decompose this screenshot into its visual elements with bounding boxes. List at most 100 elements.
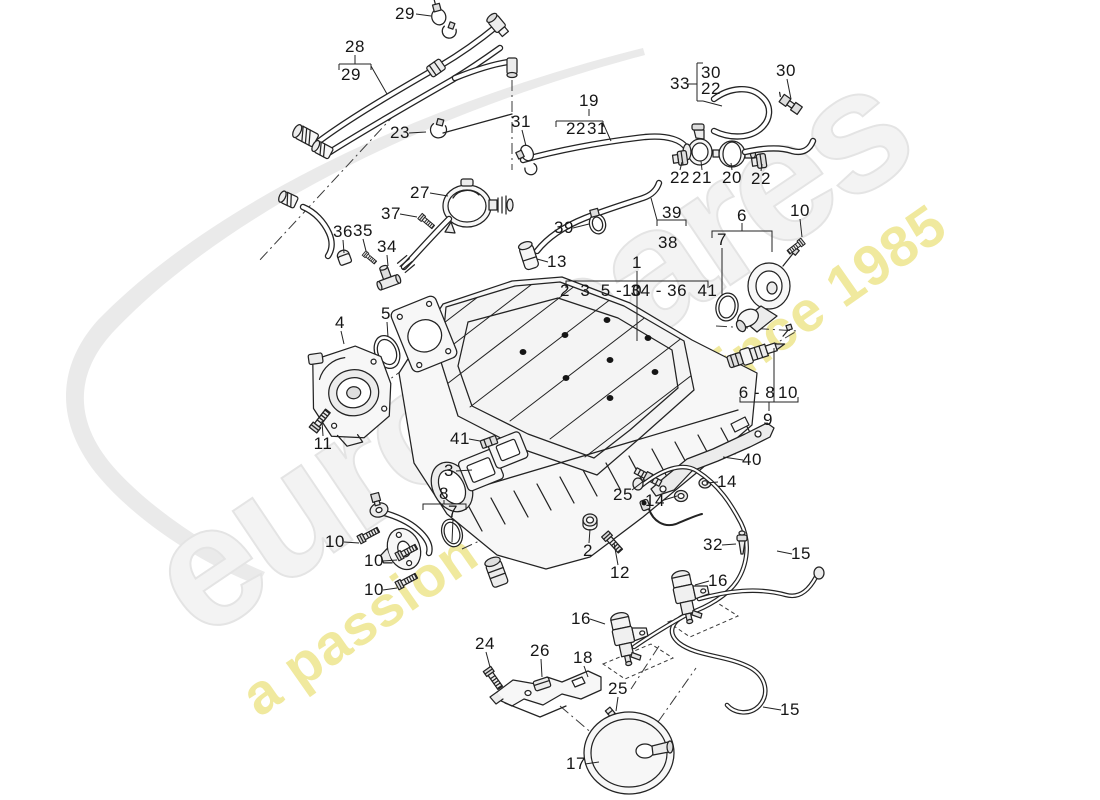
part-label-38-23[interactable]: 38 [658, 233, 678, 252]
part-label-1-25[interactable]: 1 [632, 253, 642, 272]
cap-36-icon [336, 249, 353, 266]
part-label-8-39[interactable]: 8 [439, 484, 449, 503]
part-label-15-51[interactable]: 15 [791, 544, 811, 563]
part-label-33-13[interactable]: 33 [670, 74, 690, 93]
braided-fitting [311, 139, 334, 160]
part-label-22-11[interactable]: 22 [566, 119, 586, 138]
part-label-10-32[interactable]: 10 [778, 383, 798, 402]
hose-clamp-29b-icon [441, 21, 457, 39]
cap-13-icon [517, 240, 539, 271]
t-piece-34-icon [376, 264, 402, 291]
retaining-clip-23 [429, 113, 513, 139]
part-label-15-59[interactable]: 15 [780, 700, 800, 719]
part-label-29-2[interactable]: 29 [341, 65, 361, 84]
part-label-32-50[interactable]: 32 [703, 535, 723, 554]
wire-connector [639, 498, 703, 527]
clip-32-icon [736, 530, 748, 555]
part-label-16-53[interactable]: 16 [571, 609, 591, 628]
gasket-3 [457, 431, 529, 492]
part-label-36-6[interactable]: 36 [333, 222, 353, 241]
bolt-37-icon [417, 212, 436, 231]
part-label-40-49[interactable]: 40 [742, 450, 762, 469]
part-label-28-1[interactable]: 28 [345, 37, 365, 56]
part-label-3-38[interactable]: 3 [444, 461, 454, 480]
callout-lines [321, 13, 803, 765]
part-label-235-10-26[interactable]: 2 3 5 -10 [559, 281, 643, 300]
pressure-regulator-6 [715, 237, 806, 333]
breather-hose-19 [515, 133, 691, 176]
part-label-30-16[interactable]: 30 [776, 61, 796, 80]
part-label-7-40[interactable]: 7 [448, 502, 458, 521]
bracket-tube-8 [356, 491, 464, 591]
hose-clamp-29-icon [431, 0, 447, 26]
hose-clamp-31-icon [515, 144, 535, 162]
part-label-14-48[interactable]: 14 [717, 472, 737, 491]
part-label-12-45[interactable]: 12 [610, 563, 630, 582]
part-label-35-7[interactable]: 35 [353, 221, 373, 240]
part-label-26-56[interactable]: 26 [530, 641, 550, 660]
part-label-21-18[interactable]: 21 [692, 168, 712, 187]
part-label-39-21[interactable]: 39 [554, 218, 574, 237]
part-label-27-4[interactable]: 27 [410, 183, 430, 202]
hose-clamp-39-icon [588, 207, 607, 235]
part-label-23-3[interactable]: 23 [390, 123, 410, 142]
down-connector [506, 57, 518, 79]
o-ring-7-icon [715, 292, 739, 322]
part-label-16-52[interactable]: 16 [708, 571, 728, 590]
intake-manifold [398, 276, 758, 588]
part-label-6-28[interactable]: 6 [737, 206, 747, 225]
part-label-30-14[interactable]: 30 [701, 63, 721, 82]
part-label-37-5[interactable]: 37 [381, 204, 401, 223]
part-label-25-46[interactable]: 25 [613, 485, 633, 504]
throttle-body-4 [307, 345, 392, 447]
quick-connector [486, 12, 510, 38]
part-label-10-42[interactable]: 10 [364, 551, 384, 570]
y-connector [426, 58, 446, 78]
part-label-24-55[interactable]: 24 [475, 634, 495, 653]
part-label-10-41[interactable]: 10 [325, 532, 345, 551]
part-label-34-8[interactable]: 34 [377, 237, 397, 256]
vacuum-reservoir-17 [583, 711, 675, 795]
bolt-24-icon [482, 665, 505, 692]
part-label-10-43[interactable]: 10 [364, 580, 384, 599]
part-label-25-57[interactable]: 25 [608, 679, 628, 698]
part-label-31-9[interactable]: 31 [511, 112, 531, 131]
throttle-flange [390, 295, 458, 373]
fuel-injector-9 [726, 323, 793, 369]
clip-26-icon [532, 676, 552, 692]
part-label-29-0[interactable]: 29 [395, 4, 415, 23]
bracket-18 [489, 670, 602, 718]
hose-clamp-22-icon [671, 150, 689, 166]
part-label-10-30[interactable]: 10 [790, 201, 810, 220]
part-label-20-19[interactable]: 20 [722, 168, 742, 187]
part-label-22-20[interactable]: 22 [751, 169, 771, 188]
part-label-18-54[interactable]: 18 [573, 648, 593, 667]
pcv-valve-27 [336, 178, 514, 291]
screw-35-icon [361, 250, 378, 266]
drawing [278, 0, 825, 795]
part-label-22-15[interactable]: 22 [701, 79, 721, 98]
part-label-22-17[interactable]: 22 [670, 168, 690, 187]
part-label-19-10[interactable]: 19 [579, 91, 599, 110]
vent-hose-38 [517, 179, 663, 271]
vent-hose-33 [710, 86, 773, 140]
part-label-9-33[interactable]: 9 [763, 410, 773, 429]
nut-2-icon [582, 513, 598, 531]
part-label-4-34[interactable]: 4 [335, 313, 345, 332]
part-label-17-58[interactable]: 17 [566, 754, 586, 773]
part-label-5-35[interactable]: 5 [381, 304, 391, 323]
hose-clamp-30-icon [778, 91, 803, 116]
part-label-31-12[interactable]: 31 [587, 119, 607, 138]
part-label-41-37[interactable]: 41 [450, 429, 470, 448]
part-label-6-8-31[interactable]: 6 - 8 [738, 383, 776, 402]
part-label-13-24[interactable]: 13 [547, 252, 567, 271]
part-label-2-44[interactable]: 2 [583, 541, 593, 560]
part-label-7-29[interactable]: 7 [717, 230, 727, 249]
part-label-39-22[interactable]: 39 [662, 203, 682, 222]
part-label-11-36[interactable]: 11 [313, 434, 333, 453]
part-label-14-47[interactable]: 14 [645, 491, 665, 510]
part-label-34-3641-27[interactable]: 34 - 36 41 [630, 281, 718, 300]
